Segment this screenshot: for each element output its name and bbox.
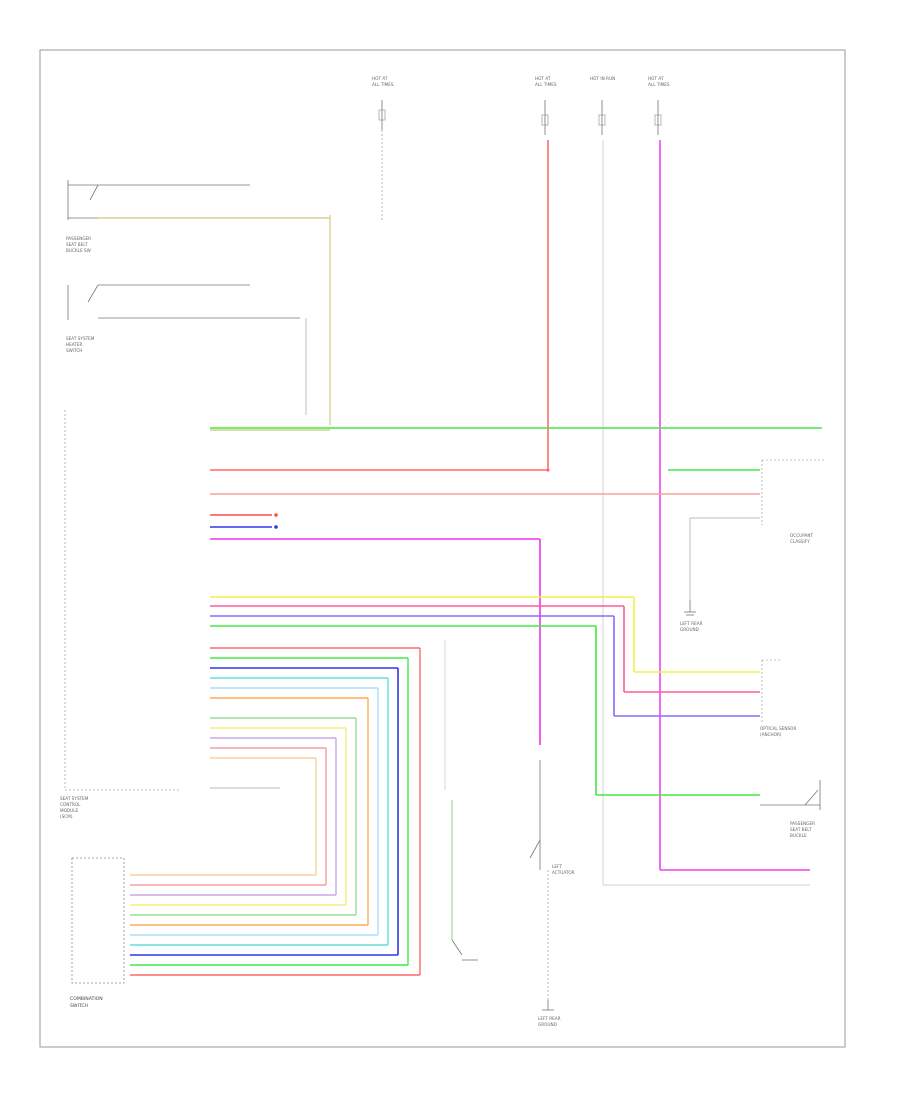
ground-label-bottom-2: GROUND — [538, 1022, 557, 1027]
occupant-label-2: CLASSIFY — [790, 539, 810, 544]
seat-control-module: SEAT SYSTEM CONTROL MODULE (SCM) — [60, 410, 180, 819]
heater-switch-label-3: SWITCH — [66, 348, 82, 353]
module-label-1: SEAT SYSTEM — [60, 796, 89, 801]
combination-switch-label-2: SWITCH — [70, 1003, 88, 1009]
fuse-label-1a: HOT AT — [372, 76, 388, 81]
fuse-label-4b: ALL TIMES — [648, 82, 670, 87]
passenger-buckle-label-1: PASSENGER — [790, 821, 815, 826]
fuse-label-4a: HOT AT — [648, 76, 664, 81]
combination-switch-label-1: COMBINATION — [70, 996, 103, 1002]
fuse-label-2a: HOT AT — [535, 76, 551, 81]
passenger-switch-label-1: PASSENGER — [66, 236, 91, 241]
driver-buckle-label-2: ACTUATOR — [552, 870, 575, 875]
optical-sensor-label-2: (ANCHOR) — [760, 732, 782, 737]
fuse-label-3: HOT IN RUN — [590, 76, 615, 81]
ground-label-2: GROUND — [680, 627, 699, 632]
ground-point: LEFT REAR GROUND LEFT REAR GROUND — [538, 600, 703, 1027]
fuse-label-2b: ALL TIMES — [535, 82, 557, 87]
module-label-4: (SCM) — [60, 814, 73, 819]
occupant-classify-module: OCCUPANT CLASSIFY — [761, 459, 825, 544]
ground-label-bottom-1: LEFT REAR — [538, 1016, 561, 1021]
occupant-label-1: OCCUPANT — [790, 533, 813, 538]
driver-buckle-actuator: LEFT ACTUATOR — [529, 760, 575, 1000]
passenger-buckle-label-2: SEAT BELT — [790, 827, 812, 832]
diagram-frame — [39, 49, 846, 1048]
passenger-buckle-label-3: BUCKLE — [790, 833, 807, 838]
module-label-2: CONTROL — [60, 802, 81, 807]
combination-switch: COMBINATION SWITCH — [70, 857, 125, 1009]
heater-switch: SEAT SYSTEM HEATER SWITCH — [66, 284, 300, 353]
heater-switch-label-1: SEAT SYSTEM — [66, 336, 95, 341]
heater-switch-label-2: HEATER — [66, 342, 83, 347]
passenger-seat-switch: PASSENGER SEAT BELT BUCKLE SW — [66, 180, 250, 253]
combination-wire-bundle — [130, 647, 421, 976]
passenger-buckle-switch: PASSENGER SEAT BELT BUCKLE — [760, 780, 821, 838]
lower-switch — [451, 939, 478, 961]
passenger-switch-label-2: SEAT BELT — [66, 242, 88, 247]
driver-buckle-label-1: LEFT — [552, 864, 562, 869]
optical-sensor-label-1: OPTICAL SENSOR — [760, 726, 796, 731]
fuse-block-top: HOT AT ALL TIMES HOT AT ALL TIMES HOT IN… — [372, 76, 670, 220]
module-label-3: MODULE — [60, 808, 79, 813]
optical-sensor: OPTICAL SENSOR (ANCHOR) — [760, 659, 796, 737]
fuse-label-1b: ALL TIMES — [372, 82, 394, 87]
ground-label-1: LEFT REAR — [680, 621, 703, 626]
passenger-switch-label-3: BUCKLE SW — [66, 248, 91, 253]
